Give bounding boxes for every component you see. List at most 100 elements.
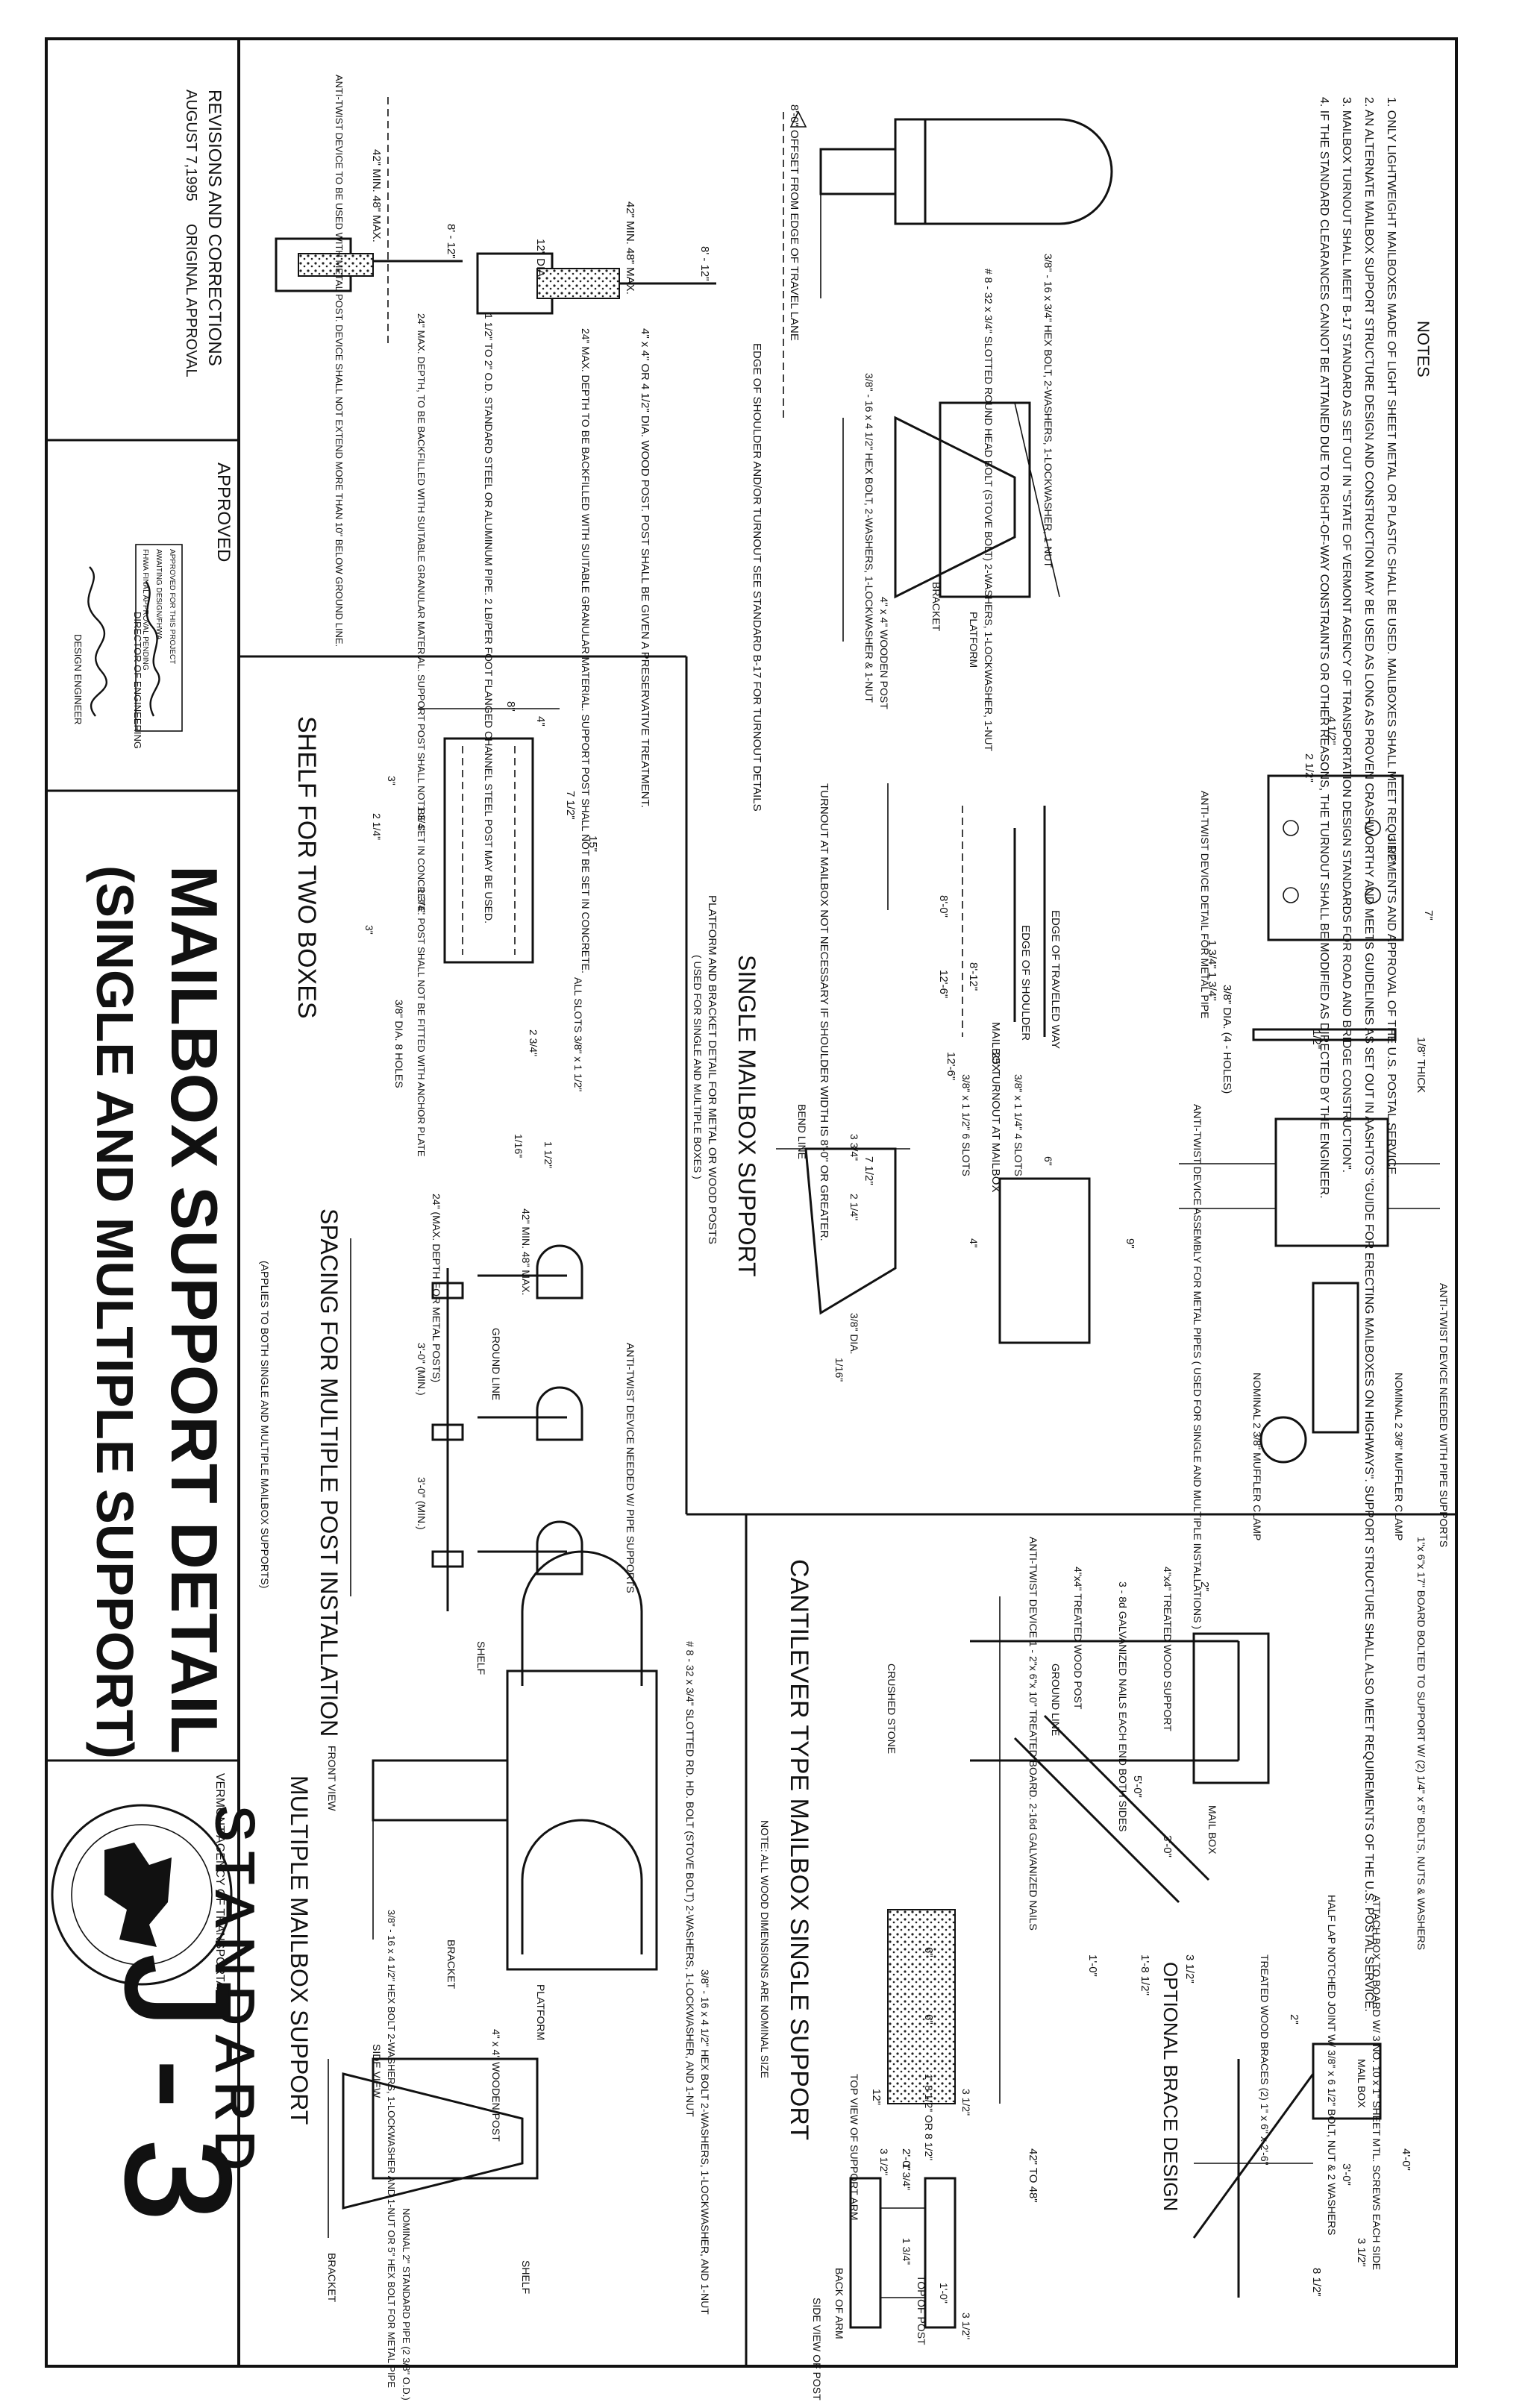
cantilever-d-2: 2" xyxy=(1198,1581,1211,1592)
arm-side-post: SIDE VIEW OF POST xyxy=(811,2298,823,2401)
svg-text:AWAITING DESIGN/FHWA: AWAITING DESIGN/FHWA xyxy=(154,549,163,640)
arm-back: BACK OF ARM xyxy=(833,2268,845,2339)
optional-d-3-0: 3'-0" xyxy=(1340,2163,1353,2186)
anti-twist-device-detail: ANTI-TWIST DEVICE DETAIL FOR METAL PIPE … xyxy=(1199,716,1435,1094)
clearance-wood: 42" MIN. 48" MAX. xyxy=(624,201,636,295)
multi-bracket2: BRACKET xyxy=(326,2253,338,2303)
cantilever-braces: TREATED WOOD BRACES (2) 1" x 6" x 2'-6" xyxy=(1259,1954,1271,2166)
title-sub: (SINGLE AND MULTIPLE SUPPORT) xyxy=(86,865,144,1759)
spacing-depth: 24" (MAX. DEPTH FOR METAL POSTS) xyxy=(431,1194,442,1382)
height-wood: 8' - 12" xyxy=(698,246,711,281)
cantilever-support: 4"x4" TREATED WOOD SUPPORT xyxy=(1162,1567,1174,1731)
cantilever-lap: HALF LAP NOTCHED JOINT W/ 3/8" x 6 1/2" … xyxy=(1326,1895,1338,2236)
multiple-support-front-view: # 8 - 32 x 3/4" SLOTTED RD. HD. BOLT (ST… xyxy=(326,1550,711,2388)
wood-post-note: 4" x 4" OR 4 1/2" DIA. WOOD POST. POST S… xyxy=(639,328,651,808)
platform-slots4: 3/8" x 1 1/4" 4 SLOTS xyxy=(1012,1074,1024,1176)
shelf-slots: ALL SLOTS 3/8" x 1 1/2" xyxy=(572,977,584,1091)
pipe-post-note: 1 1/2" TO 2" O.D. STANDARD STEEL OR ALUM… xyxy=(483,313,495,924)
platform-subtitle: PLATFORM AND BRACKET DETAIL FOR METAL OR… xyxy=(706,895,719,1244)
spacing-detail: SPACING FOR MULTIPLE POST INSTALLATION (… xyxy=(259,1194,636,1737)
multi-front-view: FRONT VIEW xyxy=(326,1746,338,1811)
wood-depth-note: 24" MAX. DEPTH TO BE BACKFILLED WITH SUI… xyxy=(580,328,592,973)
shelf-d-1-5: 1 1/2" xyxy=(542,1141,554,1168)
title-main: MAILBOX SUPPORT DETAIL xyxy=(157,865,231,1754)
single-support-side-view: PLATFORM BRACKET 4" x 4" WOODEN POST xyxy=(842,401,1060,709)
anti-holes: 3/8" DIA. (4 - HOLES) xyxy=(1221,985,1233,1094)
arm-t-1-75b: 1 3/4" xyxy=(901,2238,913,2265)
seal-text: VERMONT AGENCY OF TRANSPORTATION xyxy=(213,1773,226,2016)
cantilever-attach: ATTACH BOX TO BOARD W/ 3 NO. 10 x 1" SHE… xyxy=(1371,1895,1383,2270)
turnout-plan: EDGE OF TRAVELED WAY EDGE OF SHOULDER 8'… xyxy=(818,783,1062,1241)
shelf-d-2-25: 2 1/4" xyxy=(371,813,383,840)
shelf-d-8: 8" xyxy=(504,701,517,712)
spacing-sp1: 3'-0" (MIN.) xyxy=(416,1343,428,1396)
side-wooden-post: 4" x 4" WOODEN POST xyxy=(878,597,890,709)
svg-text:APPROVED FOR THIS PROJECT: APPROVED FOR THIS PROJECT xyxy=(168,549,176,664)
anti-thick: 1/8" THICK xyxy=(1415,1037,1427,1093)
notes-block: NOTES 1. ONLY LIGHTWEIGHT MAILBOXES MADE… xyxy=(1318,97,1433,2012)
multi-wooden-post: 4" x 4" WOODEN POST xyxy=(490,2029,502,2142)
multi-bolt2: 3/8" - 16 x 4 1/2" HEX BOLT 2-WASHERS, 1… xyxy=(699,1969,711,2315)
shelf-d-3b: 3" xyxy=(363,925,375,935)
dia-note: 12" DIA. xyxy=(534,239,547,280)
platform-bend: BEND LINE xyxy=(796,1104,808,1159)
optional-title: OPTIONAL BRACE DESIGN xyxy=(1159,1962,1182,2211)
post-installation-detail: 8'-0" OFFSET FROM EDGE OF TRAVEL LANE 42… xyxy=(275,75,807,1157)
cantilever-post: 4"x4" TREATED WOOD POST xyxy=(1072,1567,1084,1710)
multi-title: MULTIPLE MAILBOX SUPPORT xyxy=(286,1775,313,2125)
note-2: 2. AN ALTERNATE MAILBOX SUPPORT STRUCTUR… xyxy=(1362,97,1375,2012)
cantilever-arm-views: TOP VIEW OF SUPPORT ARM BACK OF ARM SIDE… xyxy=(811,2074,972,2401)
multi-side-view: SIDE VIEW xyxy=(371,2044,383,2098)
arm-top-post: TOP OF POST xyxy=(915,2275,927,2345)
cantilever-ground: GROUND LINE xyxy=(1050,1664,1062,1736)
spacing-anti: ANTI-TWIST DEVICE NEEDED W/ PIPE SUPPORT… xyxy=(624,1343,636,1593)
front-bolt3: 3/8" - 16 x 4 1/2" HEX BOLT, 2-WASHERS, … xyxy=(863,373,875,703)
shelf-d-3a: 3" xyxy=(386,776,398,786)
edge-traveled: EDGE OF TRAVELED WAY xyxy=(1049,910,1062,1049)
platform-d-2-25: 2 1/4" xyxy=(848,1194,860,1220)
arm-t-1-0: 1'-0" xyxy=(938,2283,950,2304)
assembly-needed: ANTI-TWIST DEVICE NEEDED WITH PIPE SUPPO… xyxy=(1438,1283,1450,1547)
shelf-holes: 3/8" DIA. 8 HOLES xyxy=(393,1000,405,1088)
note-4: 4. IF THE STANDARD CLEARANCES CANNOT BE … xyxy=(1318,97,1330,1199)
platform-d-7-5: 7 1/2" xyxy=(863,1156,875,1185)
anti-d-2-5: 2 1/2" xyxy=(1303,753,1315,783)
multi-shelf: SHELF xyxy=(475,1641,487,1675)
anti-detail-title: ANTI-TWIST DEVICE DETAIL FOR METAL PIPE xyxy=(1199,791,1211,1018)
cantilever-mailbox: MAIL BOX xyxy=(1206,1805,1218,1854)
cantilever-d-6b: 6" xyxy=(922,2014,935,2025)
multi-platform: PLATFORM xyxy=(535,1984,547,2040)
optional-d-2: 2" xyxy=(1288,2014,1300,2025)
cantilever-board: 1"x 6"x 17" BOARD BOLTED TO SUPPORT W/ (… xyxy=(1415,1537,1427,1950)
multiple-support-side-view: SIDE VIEW 4" x 4" WOODEN POST NOMINAL 2"… xyxy=(286,1775,539,2401)
platform-d-4: 4" xyxy=(968,1238,980,1248)
notes-heading: NOTES xyxy=(1414,321,1433,377)
platform-title: SINGLE MAILBOX SUPPORT xyxy=(733,955,760,1277)
turnout-label: 25' TURNOUT AT MAILBOX xyxy=(989,1052,1002,1192)
cantilever-title: CANTILEVER TYPE MAILBOX SINGLE SUPPORT xyxy=(785,1559,813,2140)
platform-holes: 3/8" DIA. xyxy=(848,1313,860,1355)
assembly-clamp1: NOMINAL 2 3/8" MUFFLER CLAMP xyxy=(1393,1373,1405,1540)
assembly-title: ANTI-TWIST DEVICE ASSEMBLY FOR METAL PIP… xyxy=(1192,1104,1203,1629)
spacing-ground: GROUND LINE xyxy=(490,1328,502,1400)
shelf-d-15: 15" xyxy=(586,835,599,852)
revisions-entry: ORIGINAL APPROVAL xyxy=(183,224,199,377)
anti-d-3-5: 3 1/2" xyxy=(1385,835,1397,865)
multi-std-pipe: NOMINAL 2" STANDARD PIPE (2 3/8" O.D.) xyxy=(401,2208,412,2401)
arm-t-1-8: 1'-8 1/2" OR 8 1/2" xyxy=(923,2074,935,2160)
cantilever-d-6a: 6" xyxy=(922,1947,935,1957)
cantilever-stone: CRUSHED STONE xyxy=(886,1664,898,1754)
spacing-note: (APPLIES TO BOTH SINGLE AND MULTIPLE MAI… xyxy=(259,1261,271,1588)
front-bolt2: # 8 - 32 x 3/4" SLOTTED ROUND HEAD BOLT … xyxy=(983,269,995,751)
optional-d-3-5: 3 1/2" xyxy=(1355,2238,1368,2267)
optional-d-8-5: 8 1/2" xyxy=(1310,2268,1323,2297)
approved-label: APPROVED xyxy=(213,463,234,562)
platform-d-3-75: 3 3/4" xyxy=(848,1134,860,1161)
shelf-detail: 8" 4" 15" 7 1/2" 3" 3" 2 1/4" 1 3/4" 1 3… xyxy=(292,701,599,1168)
standard-number: STANDARD J-3 xyxy=(94,1805,266,2252)
shelf-d-1-75a: 1 3/4" xyxy=(416,806,428,833)
standard-label: STANDARD xyxy=(204,1805,264,2180)
signature-director xyxy=(145,581,160,717)
revisions-heading: REVISIONS AND CORRECTIONS xyxy=(204,90,225,366)
